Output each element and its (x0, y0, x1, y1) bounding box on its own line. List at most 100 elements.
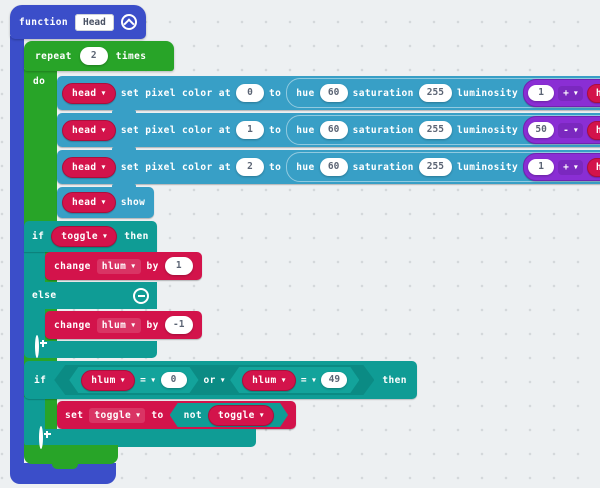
comparison-right-hexagon[interactable]: hlum = 49 (230, 367, 359, 393)
to-label: to (268, 124, 282, 136)
luminosity-label: luminosity (456, 87, 519, 99)
variable-dropdown[interactable]: toggle (89, 407, 146, 423)
compare-value-input[interactable]: 0 (161, 372, 187, 387)
show-label: show (120, 197, 146, 208)
set-pixel-color-label: set pixel color at (120, 124, 231, 136)
hue-label: hue (296, 87, 315, 99)
variable-hlum-pill[interactable]: hlum (242, 370, 296, 391)
to-label: to (268, 161, 282, 173)
repeat-times-label: times (115, 50, 147, 62)
hsl-color-reporter[interactable]: hue 60 saturation 255 luminosity 1 + hlu… (286, 152, 600, 182)
to-label: to (151, 409, 164, 421)
collapse-icon[interactable] (120, 14, 137, 30)
if-compare-block-spine (24, 397, 45, 430)
function-name-input[interactable]: Head (74, 13, 114, 31)
device-dropdown[interactable]: head (62, 192, 116, 213)
hue-input[interactable]: 60 (319, 121, 348, 139)
to-label: to (268, 87, 282, 99)
comparison-left-hexagon[interactable]: hlum = 0 (69, 367, 198, 393)
if-toggle-block-bottom (24, 341, 157, 358)
change-keyword-label: change (54, 319, 91, 331)
if-compare-block-header[interactable]: if hlum = 0 or hlum = 49 then (24, 361, 417, 399)
hue-label: hue (296, 124, 315, 136)
toggle-variable-pill[interactable]: toggle (208, 405, 274, 426)
function-block-spine (10, 36, 24, 465)
hsl-color-reporter[interactable]: hue 60 saturation 255 luminosity 50 - hl… (286, 115, 600, 145)
operand-input[interactable]: 50 (528, 122, 555, 138)
equals-operator-dropdown[interactable]: = (140, 375, 155, 386)
change-value-input[interactable]: 1 (164, 257, 193, 275)
hue-input[interactable]: 60 (319, 84, 348, 102)
equals-operator-dropdown[interactable]: = (301, 375, 316, 386)
saturation-input[interactable]: 255 (418, 84, 452, 102)
then-label: then (382, 374, 407, 386)
show-block[interactable]: head show (57, 184, 155, 218)
variable-dropdown[interactable]: hlum (96, 317, 141, 333)
if-toggle-block-header[interactable]: if toggle then (24, 221, 157, 252)
saturation-label: saturation (352, 161, 414, 173)
set-pixel-color-block-1[interactable]: head set pixel color at 1 to hue 60 satu… (57, 110, 600, 147)
compare-value-input[interactable]: 49 (321, 372, 347, 387)
device-dropdown[interactable]: head (62, 119, 116, 141)
plus-icon[interactable] (39, 426, 43, 449)
set-pixel-color-label: set pixel color at (120, 87, 231, 99)
math-operator-dropdown[interactable]: + (558, 85, 583, 101)
function-keyword-label: function (19, 16, 68, 28)
pixel-index-input[interactable]: 0 (235, 84, 264, 102)
saturation-input[interactable]: 255 (418, 158, 452, 176)
else-bar[interactable]: else (24, 282, 157, 309)
math-expression-block[interactable]: 1 + hlum (523, 153, 600, 181)
then-label: then (124, 231, 149, 242)
set-toggle-block[interactable]: set toggle to not toggle (57, 401, 297, 429)
hue-input[interactable]: 60 (319, 158, 348, 176)
set-pixel-color-block-2[interactable]: head set pixel color at 2 to hue 60 satu… (57, 147, 600, 184)
device-dropdown[interactable]: head (62, 82, 116, 104)
change-hlum-block[interactable]: change hlum by -1 (45, 311, 202, 339)
luminosity-label: luminosity (456, 124, 519, 136)
pixel-index-input[interactable]: 1 (235, 121, 264, 139)
not-hexagon[interactable]: not toggle (170, 403, 288, 427)
change-keyword-label: change (54, 260, 91, 272)
or-operator-dropdown[interactable]: or (204, 375, 226, 386)
variable-dropdown[interactable]: hlum (96, 258, 141, 274)
repeat-block-header[interactable]: repeat 2 times (24, 41, 174, 71)
change-value-input[interactable]: -1 (164, 316, 193, 334)
variable-hlum-pill[interactable]: hlum (586, 157, 600, 177)
set-pixel-color-block-0[interactable]: head set pixel color at 0 to hue 60 satu… (57, 76, 600, 110)
set-keyword-label: set (65, 409, 84, 421)
luminosity-label: luminosity (456, 161, 519, 173)
math-expression-block[interactable]: 1 + hlum (523, 79, 600, 107)
repeat-keyword-label: repeat (35, 50, 72, 62)
if-label: if (34, 374, 47, 386)
by-label: by (146, 260, 159, 272)
math-operator-dropdown[interactable]: + (558, 159, 583, 175)
repeat-count-input[interactable]: 2 (79, 47, 108, 65)
minus-icon[interactable] (133, 287, 149, 304)
variable-hlum-pill[interactable]: hlum (81, 370, 135, 391)
function-block-header[interactable]: function Head (10, 5, 146, 39)
math-operator-dropdown[interactable]: - (558, 122, 583, 138)
or-condition-hexagon[interactable]: hlum = 0 or hlum = 49 (54, 365, 374, 395)
operand-input[interactable]: 1 (528, 159, 555, 175)
toggle-condition-pill[interactable]: toggle (51, 226, 118, 247)
do-label: do (33, 76, 46, 87)
saturation-label: saturation (352, 87, 414, 99)
hue-label: hue (296, 161, 315, 173)
pixel-index-input[interactable]: 2 (235, 158, 264, 176)
saturation-input[interactable]: 255 (418, 121, 452, 139)
if-label: if (32, 231, 45, 242)
hsl-color-reporter[interactable]: hue 60 saturation 255 luminosity 1 + hlu… (286, 78, 600, 108)
if-compare-block-bottom (24, 429, 256, 447)
variable-hlum-pill[interactable]: hlum (586, 83, 600, 103)
operand-input[interactable]: 1 (528, 85, 555, 101)
plus-icon[interactable] (35, 335, 39, 358)
function-block-bottom (10, 463, 116, 484)
change-hlum-block[interactable]: change hlum by 1 (45, 252, 202, 280)
set-pixel-color-label: set pixel color at (120, 161, 231, 173)
saturation-label: saturation (352, 124, 414, 136)
math-expression-block[interactable]: 50 - hlum (523, 116, 600, 144)
variable-hlum-pill[interactable]: hlum (586, 120, 600, 140)
repeat-block-bottom (24, 445, 118, 469)
device-dropdown[interactable]: head (62, 156, 116, 178)
